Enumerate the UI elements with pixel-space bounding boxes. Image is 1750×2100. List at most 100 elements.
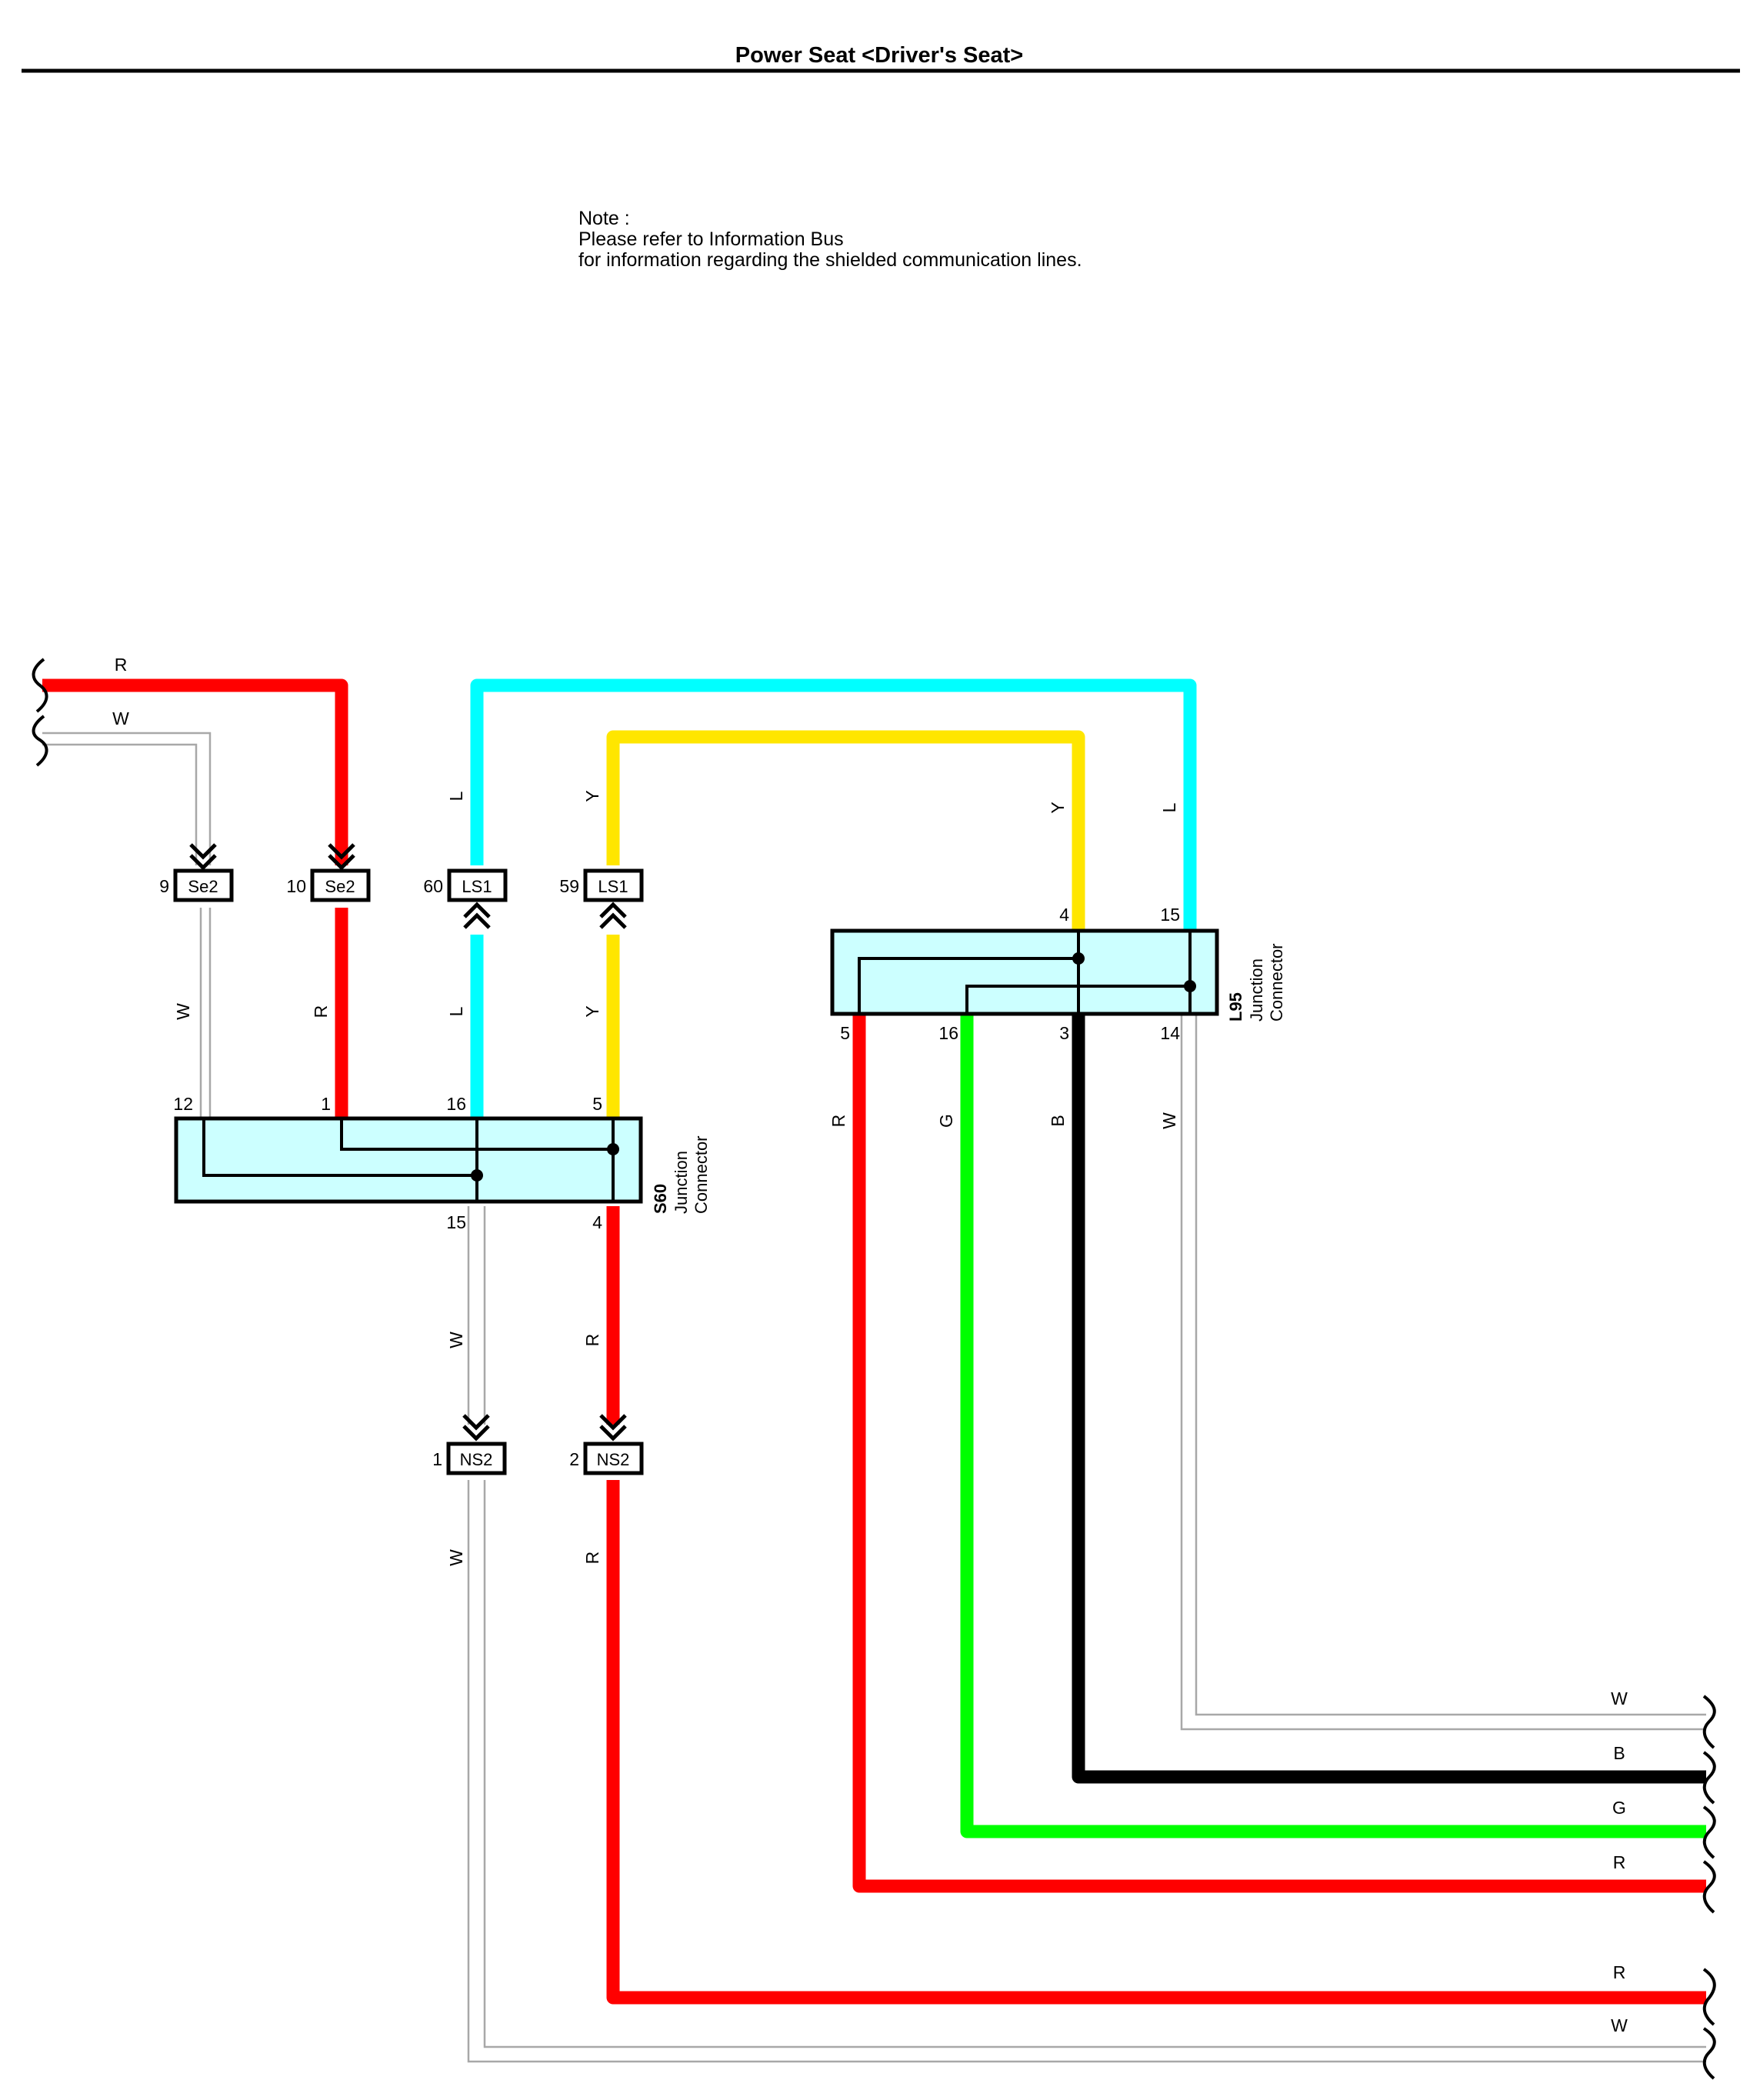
wire-label: W <box>1611 1688 1628 1708</box>
wire-w-ns2-1-outer <box>467 1480 1706 2063</box>
connector-box <box>447 868 508 902</box>
wire-w-left-to-se2-9-outer <box>42 732 212 865</box>
connector-pin: 59 <box>559 876 579 896</box>
wire-r-left-to-se2-10 <box>42 678 348 865</box>
chevron-down-icon <box>599 1414 627 1442</box>
connector-se2-9: Se2 9 <box>159 868 234 902</box>
right-wire-ends <box>1702 1695 1716 2080</box>
connector-ls1-60: LS1 60 <box>423 868 508 902</box>
wire-label: L <box>446 1006 466 1016</box>
page-title: Power Seat <Driver's Seat> <box>735 43 1023 68</box>
connector-ns2-1: NS2 1 <box>432 1442 507 1475</box>
connector-name: Se2 <box>325 877 355 896</box>
wire-l-top <box>470 678 1197 931</box>
wire-label: W <box>446 1549 466 1566</box>
connector-pin: 60 <box>423 876 443 896</box>
connector-ns2-2: NS2 2 <box>569 1442 644 1475</box>
pin-label: 16 <box>938 1023 958 1043</box>
connector-box <box>583 1442 644 1475</box>
junction-body <box>830 928 1219 1016</box>
wire-label: R <box>582 1552 602 1565</box>
junction-id: L95 <box>1226 992 1245 1022</box>
wire-label: W <box>1611 2015 1628 2035</box>
connector-pin: 9 <box>159 876 169 896</box>
pin-label: 12 <box>173 1094 193 1114</box>
connector-box <box>173 868 234 902</box>
note-line-1: Note : <box>578 208 630 229</box>
wire-r-ns2-2 <box>606 1480 1706 2005</box>
pin-label: 14 <box>1160 1023 1180 1043</box>
wire-w-l95-14-inner <box>1195 1013 1706 1716</box>
wire-label: R <box>582 1334 602 1347</box>
wire-w-left-to-se2-9-inner <box>42 743 198 865</box>
splice-dot <box>471 1169 483 1182</box>
connector-name: LS1 <box>598 877 628 896</box>
connector-name: NS2 <box>597 1450 630 1469</box>
pin-label: 4 <box>1059 905 1069 925</box>
connector-box <box>446 1442 507 1475</box>
junction-body <box>174 1116 643 1204</box>
wire-y-top <box>606 730 1085 931</box>
junction-label-line1: Junction <box>672 1151 691 1214</box>
wire-label: Y <box>582 790 602 802</box>
wire-label: R <box>115 655 128 675</box>
wire-label: R <box>311 1005 331 1018</box>
chevron-down-icon <box>328 843 355 871</box>
pin-label: 15 <box>446 1212 466 1232</box>
wire-end-squiggle-right-g <box>1702 1805 1716 1859</box>
wire-label: R <box>1613 1962 1626 1982</box>
splice-dot <box>607 1143 619 1155</box>
splice-dot <box>1184 980 1196 992</box>
connector-name: LS1 <box>462 877 492 896</box>
wire-label: W <box>112 708 129 728</box>
junction-s60: 12 1 16 5 15 4 S60 Junction Connector <box>173 1094 711 1232</box>
connector-pin: 2 <box>569 1449 579 1469</box>
wire-label: B <box>1048 1115 1068 1126</box>
junction-label-line2: Connector <box>692 1135 711 1214</box>
wire-end-squiggle-right-r1 <box>1702 1860 1716 1914</box>
wire-label: R <box>1613 1852 1626 1872</box>
left-wire-ends <box>32 658 48 767</box>
pin-label: 5 <box>592 1094 602 1114</box>
connector-name: NS2 <box>460 1450 493 1469</box>
connector-ls1-59: LS1 59 <box>559 868 644 902</box>
connector-chevrons <box>189 843 627 1442</box>
wire-b-l95-3 <box>1072 1013 1706 1784</box>
wire-end-squiggle-right-b <box>1702 1751 1716 1805</box>
connector-box <box>310 868 371 902</box>
wire-end-squiggle-right-r2 <box>1702 1968 1716 2026</box>
wire-r-l95-5 <box>852 1013 1706 1893</box>
wire-label: B <box>1613 1743 1625 1763</box>
wire-label: Y <box>582 1005 602 1017</box>
pin-label: 4 <box>592 1212 602 1232</box>
wire-w-ns2-1-inner <box>483 1480 1706 2048</box>
pin-label: 16 <box>446 1094 466 1114</box>
splice-dot <box>1072 952 1085 965</box>
wire-end-squiggle-left-w <box>32 715 48 767</box>
wire-label: W <box>446 1332 466 1348</box>
chevron-down-icon <box>189 843 217 871</box>
wire-label: Y <box>1048 802 1068 813</box>
pin-label: 15 <box>1160 905 1180 925</box>
pin-label: 3 <box>1059 1023 1069 1043</box>
wire-label: W <box>173 1003 193 1020</box>
connector-name: Se2 <box>188 877 218 896</box>
junction-label-line1: Junction <box>1247 958 1266 1022</box>
wire-label: W <box>1159 1112 1179 1129</box>
connector-box <box>583 868 644 902</box>
chevron-down-icon <box>462 1414 490 1442</box>
chevron-up-icon <box>599 902 627 929</box>
connector-pin: 1 <box>432 1449 442 1469</box>
wire-w-l95-14-outer <box>1180 1013 1706 1731</box>
wire-end-squiggle-left-r <box>32 658 48 713</box>
junction-id: S60 <box>651 1184 670 1214</box>
wire-end-squiggle-right-w <box>1702 1695 1716 1749</box>
note-line-3: for information regarding the shielded c… <box>578 249 1082 271</box>
wire-end-squiggle-right-w2 <box>1702 2027 1716 2080</box>
wire-g-l95-16 <box>960 1013 1706 1838</box>
junction-l95: 4 15 5 16 3 14 L95 Junction Connector <box>830 905 1286 1043</box>
connector-se2-10: Se2 10 <box>286 868 371 902</box>
junction-label-line2: Connector <box>1267 943 1286 1022</box>
wire-label: G <box>936 1114 956 1128</box>
